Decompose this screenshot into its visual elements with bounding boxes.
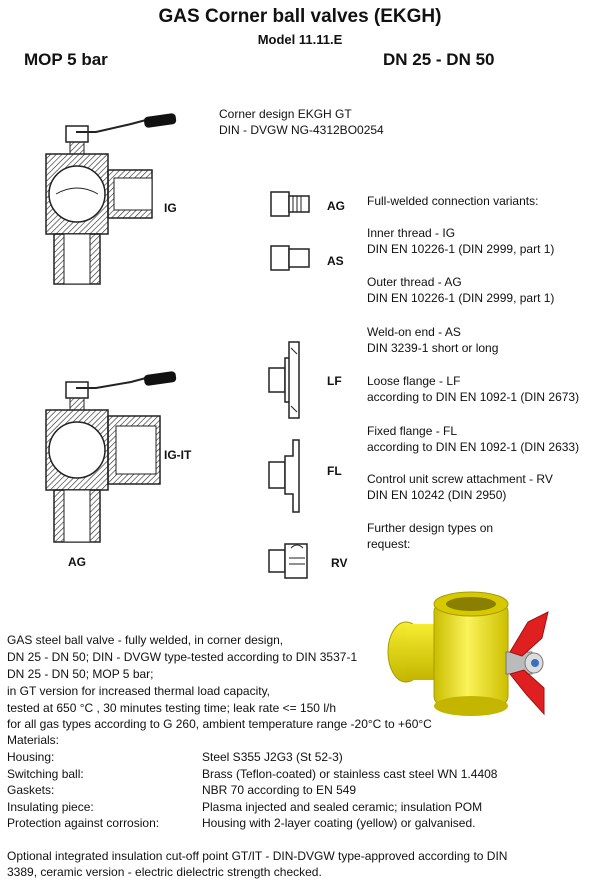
dn-range: DN 25 - DN 50 xyxy=(383,50,495,69)
connection-rv-icon xyxy=(268,543,308,579)
connection-ag-label: AG xyxy=(327,199,345,213)
material-value: Plasma injected and sealed ceramic; insu… xyxy=(202,800,483,814)
materials-heading: Materials: xyxy=(7,733,60,747)
variant-spec: according to DIN EN 1092-1 (DIN 2633) xyxy=(367,440,580,454)
connection-fl-icon xyxy=(268,439,300,513)
connection-rv-label: RV xyxy=(331,556,348,570)
material-key: Insulating piece: xyxy=(7,800,94,814)
connection-fl-label: FL xyxy=(327,464,342,478)
variant-name: Loose flange - LF xyxy=(367,374,461,388)
valve-ig-it-drawing xyxy=(45,371,177,543)
description-line: DN 25 - DN 50; DIN - DVGW type-tested ac… xyxy=(7,650,358,664)
connection-lf-label: LF xyxy=(327,374,342,388)
corner-design-approval: DIN - DVGW NG-4312BO0254 xyxy=(219,123,384,137)
valve-product-image xyxy=(387,591,549,716)
material-key: Housing: xyxy=(7,750,55,764)
corner-design-title: Corner design EKGH GT xyxy=(219,107,352,121)
variant-name: Fixed flange - FL xyxy=(367,424,458,438)
connection-lf-icon xyxy=(268,341,300,419)
model-number: Model 11.11.E xyxy=(257,32,343,47)
description-line: tested at 650 °C , 30 minutes testing ti… xyxy=(7,701,336,715)
description-line: DN 25 - DN 50; MOP 5 bar; xyxy=(7,667,154,681)
material-value: Steel S355 J2G3 (St 52-3) xyxy=(202,750,343,764)
material-key: Switching ball: xyxy=(7,767,84,781)
valve-ag-label: AG xyxy=(68,555,86,569)
material-key: Gaskets: xyxy=(7,783,55,797)
further-designs: Further design types on xyxy=(367,521,494,535)
valve-ig-label: IG xyxy=(164,201,177,215)
variant-spec: according to DIN EN 1092-1 (DIN 2673) xyxy=(367,390,580,404)
footer-note-line: 3389, ceramic version - electric dielect… xyxy=(7,865,322,879)
connection-as-label: AS xyxy=(327,254,344,268)
variant-name: Inner thread - IG xyxy=(367,226,456,240)
variant-name: Weld-on end - AS xyxy=(367,325,461,339)
description-line: GAS steel ball valve - fully welded, in … xyxy=(7,633,284,647)
variant-spec: DIN EN 10242 (DIN 2950) xyxy=(367,488,507,502)
material-value: Brass (Teflon-coated) or stainless cast … xyxy=(202,767,498,781)
connection-as-icon xyxy=(270,245,310,271)
valve-ig-it-label: IG-IT xyxy=(164,448,192,462)
description-line: for all gas types according to G 260, am… xyxy=(7,717,432,731)
valve-ig-drawing xyxy=(45,113,177,285)
variant-name: Control unit screw attachment - RV xyxy=(367,472,553,486)
mop-rating: MOP 5 bar xyxy=(24,50,108,69)
page-title: GAS Corner ball valves (EKGH) xyxy=(158,6,442,27)
connection-ag-icon xyxy=(270,191,310,217)
variant-spec: DIN EN 10226-1 (DIN 2999, part 1) xyxy=(367,291,555,305)
material-key: Protection against corrosion: xyxy=(7,816,160,830)
variant-name: Outer thread - AG xyxy=(367,275,462,289)
description-line: in GT version for increased thermal load… xyxy=(7,684,271,698)
material-value: NBR 70 according to EN 549 xyxy=(202,783,357,797)
variant-spec: DIN 3239-1 short or long xyxy=(367,341,499,355)
variants-heading: Full-welded connection variants: xyxy=(367,194,539,208)
footer-note-line: Optional integrated insulation cut-off p… xyxy=(7,849,508,863)
material-value: Housing with 2-layer coating (yellow) or… xyxy=(202,816,476,830)
variant-spec: DIN EN 10226-1 (DIN 2999, part 1) xyxy=(367,242,555,256)
further-designs-request: request: xyxy=(367,537,411,551)
